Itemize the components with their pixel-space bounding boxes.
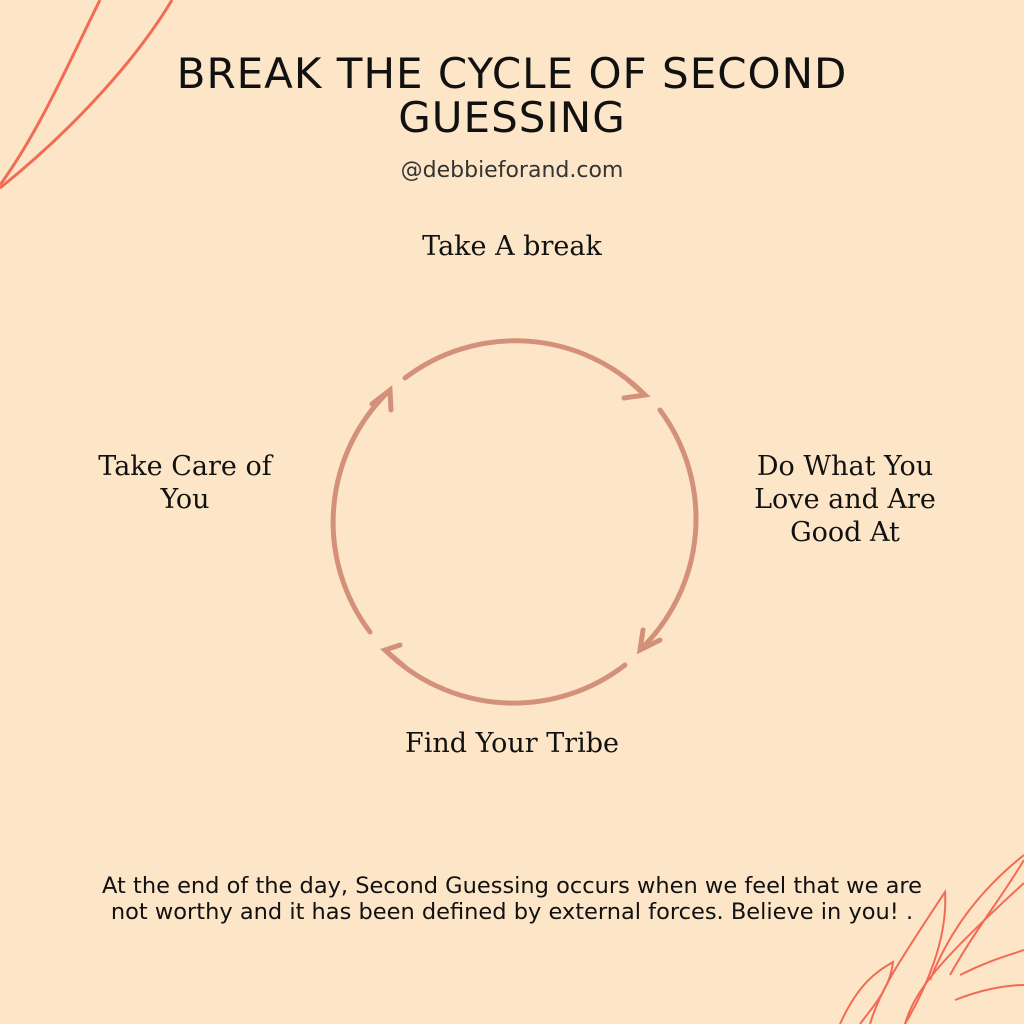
cycle-arrows [330, 338, 699, 706]
arrowhead-right-icon [636, 627, 663, 655]
cycle-step-do-what-you-love: Do What You Love and Are Good At [754, 451, 936, 548]
cycle-step-take-care-of-you: Take Care of You [98, 451, 272, 515]
corner-branch-icon [0, 0, 174, 190]
arrow-left [330, 387, 393, 635]
arrowhead-bottom-icon [380, 642, 408, 670]
arrowhead-top-icon [621, 377, 651, 401]
cycle-step-take-a-break: Take A break [422, 231, 602, 262]
arrowhead-left-icon [369, 385, 394, 413]
page-title: BREAK THE CYCLE OF SECOND GUESSING [176, 49, 848, 142]
footer-message: At the end of the day, Second Guessing o… [102, 873, 922, 925]
arrow-right [637, 407, 699, 653]
leaf-decoration-icon [839, 854, 1024, 1024]
cycle-step-find-your-tribe: Find Your Tribe [404, 728, 620, 759]
arrow-top [402, 338, 648, 398]
website-handle: @debbieforand.com [400, 158, 624, 183]
arrow-bottom [382, 647, 628, 706]
